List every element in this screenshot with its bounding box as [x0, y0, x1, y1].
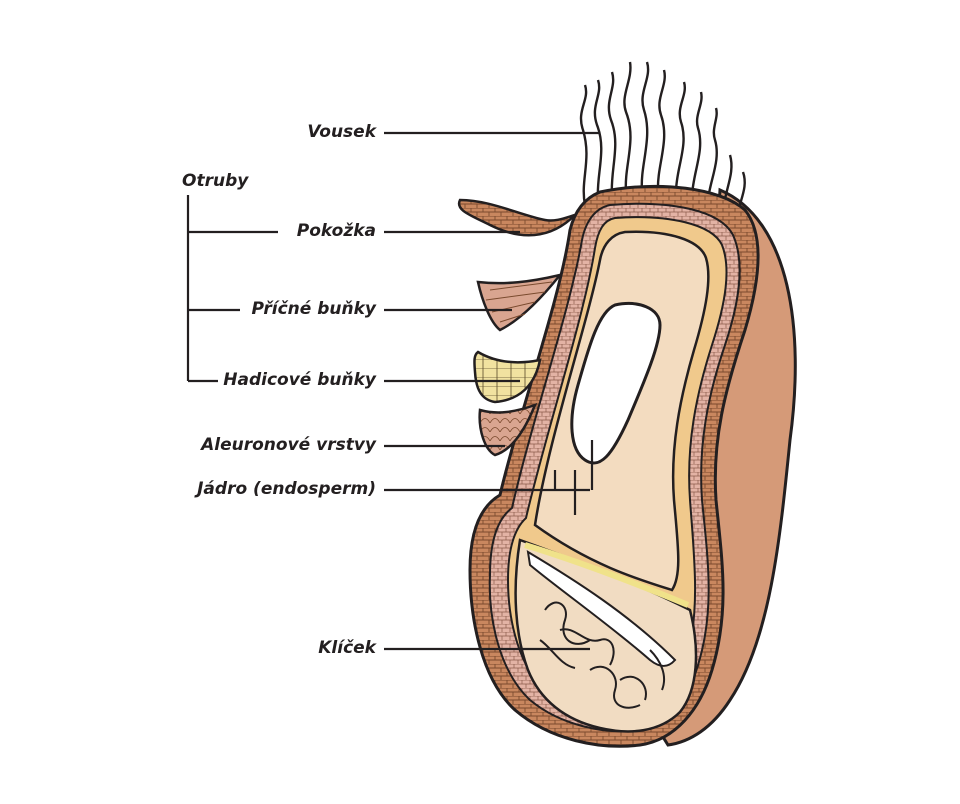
- label-vousek: Vousek: [307, 122, 376, 142]
- label-pokozka: Pokožka: [296, 221, 376, 241]
- scale-cells: [478, 402, 538, 457]
- label-aleuronove-vrstvy: Aleuronové vrstvy: [201, 435, 376, 455]
- leader-lines: [186, 131, 600, 651]
- central-cavity: [570, 302, 662, 465]
- label-klicek: Klíček: [318, 638, 376, 658]
- tube-cells: [473, 350, 542, 404]
- label-otruby: Otruby: [182, 171, 249, 191]
- label-hadicove-bunky: Hadicové buňky: [223, 370, 376, 390]
- label-pricne-bunky: Příčné buňky: [251, 299, 376, 319]
- pokozka-flap: [457, 198, 576, 237]
- label-jadro: Jádro (endosperm): [197, 479, 376, 499]
